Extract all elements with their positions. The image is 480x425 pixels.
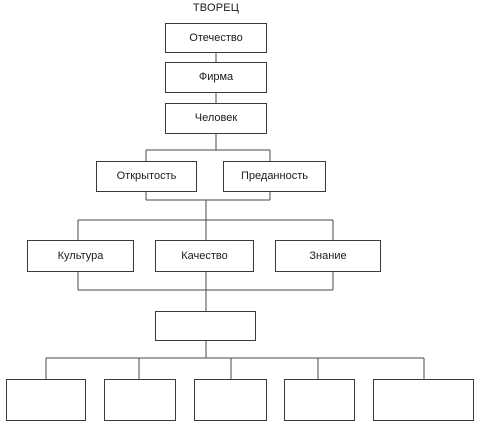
node-otkrytost: Открытость — [96, 161, 197, 192]
node-bottom-5 — [373, 379, 474, 421]
node-label: Культура — [57, 249, 104, 262]
node-label: Знание — [309, 249, 347, 262]
node-label: Качество — [181, 249, 228, 262]
node-label: Преданность — [241, 170, 308, 182]
node-label: Отечество — [189, 31, 243, 44]
node-bottom-1 — [6, 379, 86, 421]
node-chelovek: Человек — [165, 103, 267, 134]
node-label: Фирма — [198, 71, 234, 83]
node-label: Открытость — [116, 170, 177, 182]
node-bottom-4 — [284, 379, 355, 421]
node-label: Человек — [194, 112, 238, 124]
node-znanie: Знание — [275, 240, 381, 272]
node-otechestvo: Отечество — [165, 23, 267, 53]
node-predannost: Преданность — [223, 161, 326, 192]
diagram-title: ТВОРЕЦ — [192, 2, 240, 14]
node-center-empty — [155, 311, 256, 341]
node-kultura: Культура — [27, 240, 134, 272]
node-bottom-2 — [104, 379, 176, 421]
node-bottom-3 — [194, 379, 267, 421]
node-kachestvo: Качество — [155, 240, 254, 272]
node-firma: Фирма — [165, 62, 267, 93]
